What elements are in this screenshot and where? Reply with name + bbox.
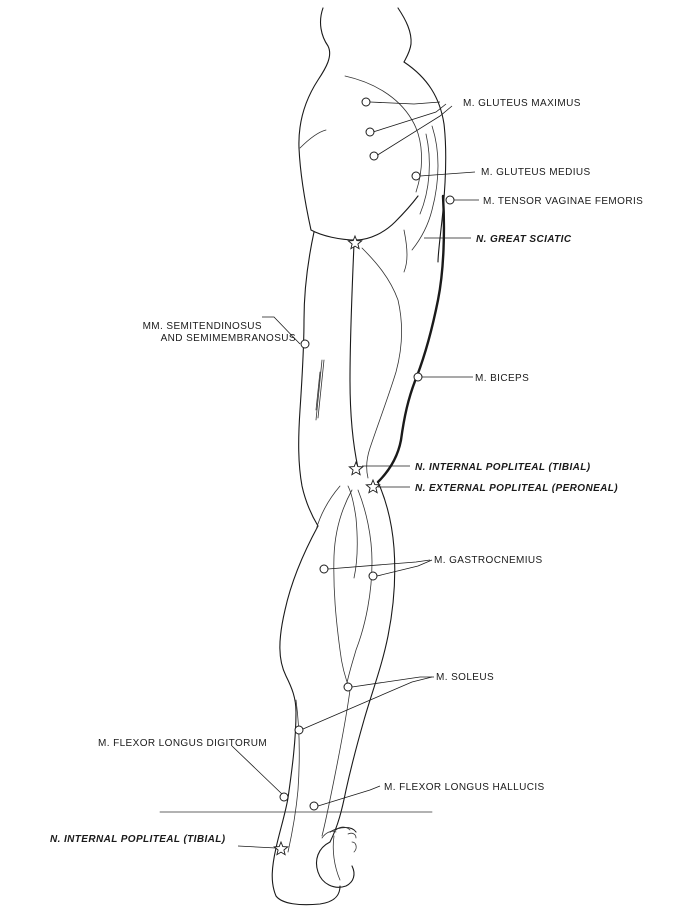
label-flexor-longus-hallucis: M. FLEXOR LONGUS HALLUCIS bbox=[384, 782, 545, 793]
soleus-point-1 bbox=[344, 683, 352, 691]
soleus-point-2 bbox=[295, 726, 303, 734]
labels: M. GLUTEUS MAXIMUS M. GLUTEUS MEDIUS M. … bbox=[50, 98, 643, 845]
label-semitendinosus-line2: AND SEMIMEMBRANOSUS bbox=[161, 333, 296, 344]
markers bbox=[274, 98, 454, 855]
label-gluteus-medius: M. GLUTEUS MEDIUS bbox=[481, 167, 591, 178]
gastrocnemius-point-1 bbox=[320, 565, 328, 573]
label-semitendinosus-line1: MM. SEMITENDINOSUS bbox=[143, 321, 262, 332]
label-external-popliteal: N. EXTERNAL POPLITEAL (PERONEAL) bbox=[415, 483, 618, 494]
great-sciatic-star-icon bbox=[348, 236, 361, 249]
label-flexor-longus-digitorum: M. FLEXOR LONGUS DIGITORUM bbox=[98, 738, 267, 749]
label-internal-popliteal-upper: N. INTERNAL POPLITEAL (TIBIAL) bbox=[415, 462, 591, 473]
label-great-sciatic: N. GREAT SCIATIC bbox=[476, 234, 572, 245]
gluteus-maximus-point-3 bbox=[370, 152, 378, 160]
gluteus-maximus-point-2 bbox=[366, 128, 374, 136]
leg-outline bbox=[160, 8, 446, 905]
internal-popliteal-lower-star-icon bbox=[274, 842, 287, 855]
flexor-longus-hallucis-point bbox=[310, 802, 318, 810]
gastrocnemius-point-2 bbox=[369, 572, 377, 580]
leader-lines bbox=[232, 102, 479, 848]
label-tensor-vaginae-femoris: M. TENSOR VAGINAE FEMORIS bbox=[483, 196, 643, 207]
label-soleus: M. SOLEUS bbox=[436, 672, 494, 683]
label-gluteus-maximus: M. GLUTEUS MAXIMUS bbox=[463, 98, 581, 109]
tensor-vaginae-femoris-point bbox=[446, 196, 454, 204]
flexor-longus-digitorum-point bbox=[280, 793, 288, 801]
internal-popliteal-upper-star-icon bbox=[349, 462, 362, 475]
gluteus-medius-point bbox=[412, 172, 420, 180]
label-biceps: M. BICEPS bbox=[475, 373, 529, 384]
label-internal-popliteal-lower: N. INTERNAL POPLITEAL (TIBIAL) bbox=[50, 834, 226, 845]
label-gastrocnemius: M. GASTROCNEMIUS bbox=[434, 555, 543, 566]
gluteus-maximus-point-1 bbox=[362, 98, 370, 106]
biceps-point bbox=[414, 373, 422, 381]
semitendinosus-point bbox=[301, 340, 309, 348]
